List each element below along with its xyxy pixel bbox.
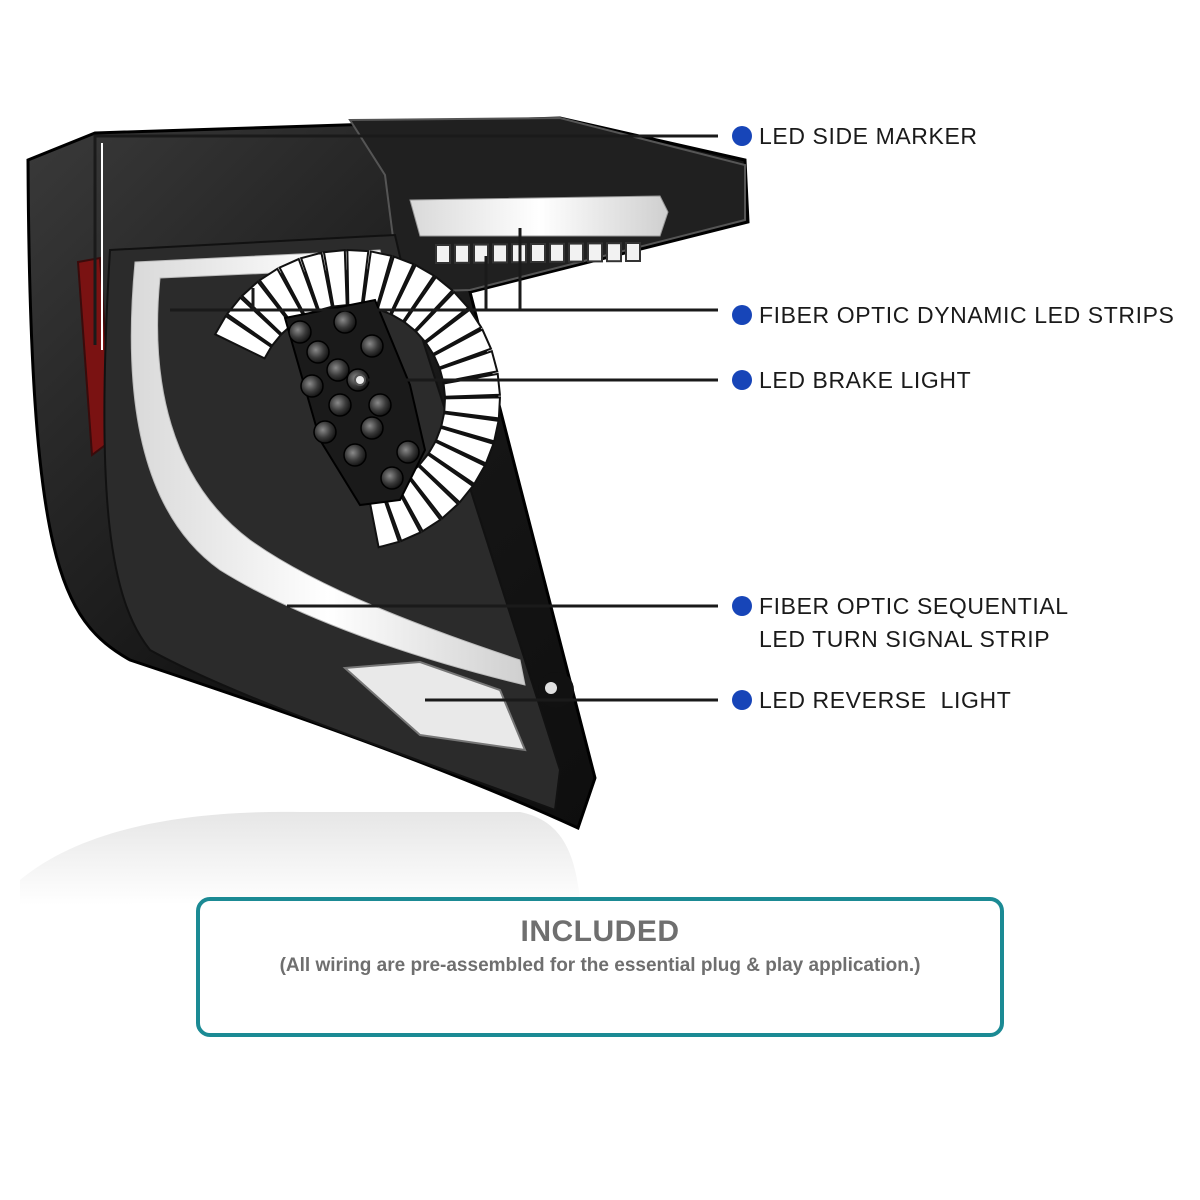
callout-led-side-marker: LED SIDE MARKER — [732, 120, 978, 153]
callout-led-reverse-light: LED REVERSE LIGHT — [732, 684, 1011, 717]
fin — [438, 349, 499, 384]
dynamic-segment — [625, 242, 641, 262]
included-box: INCLUDED (All wiring are pre-assembled f… — [196, 897, 1004, 1037]
dynamic-led-strip — [409, 195, 669, 237]
led-bulb — [306, 340, 330, 364]
dynamic-segment — [454, 243, 470, 264]
callout-label-line-2: LED TURN SIGNAL STRIP — [759, 626, 1051, 652]
led-bulb — [360, 334, 384, 358]
led-bulb — [343, 443, 367, 467]
fin — [434, 426, 495, 465]
callout-label: LED SIDE MARKER — [759, 123, 978, 149]
included-title: INCLUDED — [520, 915, 680, 948]
fin — [414, 290, 470, 343]
fin — [427, 440, 487, 486]
fin — [418, 453, 475, 504]
fin — [403, 275, 454, 332]
dynamic-segment — [587, 242, 603, 263]
radiating-fins — [213, 248, 502, 549]
fin — [440, 412, 500, 443]
callout-fiber-optic-dynamic-strips: FIBER OPTIC DYNAMIC LED STRIPS — [732, 299, 1174, 332]
bullet-dot — [732, 596, 752, 616]
dynamic-segment — [492, 243, 508, 264]
callout-label: LED REVERSE LIGHT — [759, 687, 1012, 713]
led-bulb — [368, 393, 392, 417]
dynamic-segment — [530, 243, 546, 263]
callout-label: LED BRAKE LIGHT — [759, 367, 972, 393]
fin — [390, 263, 436, 323]
dynamic-led-segments — [435, 242, 641, 264]
bullet-dot — [732, 370, 752, 390]
led-bulb — [313, 420, 337, 444]
dynamic-segment — [606, 242, 622, 263]
fin — [322, 248, 348, 308]
fin — [432, 328, 493, 369]
led-bulb — [288, 320, 312, 344]
fin — [424, 308, 483, 356]
included-note: (All wiring are pre-assembled for the es… — [279, 955, 921, 976]
reflection — [20, 811, 580, 905]
callout-label: FIBER OPTIC DYNAMIC LED STRIPS — [759, 302, 1175, 328]
callout-label-line-1: FIBER OPTIC SEQUENTIAL — [759, 593, 1069, 619]
fin — [299, 251, 334, 312]
led-bulb — [333, 310, 357, 334]
fin — [376, 255, 415, 316]
led-bulb — [328, 393, 352, 417]
fin — [443, 396, 502, 420]
led-bulb — [300, 374, 324, 398]
dynamic-segment — [435, 244, 451, 264]
mounting-bolt-highlight — [545, 682, 557, 694]
callout-sequential-turn-signal: FIBER OPTIC SEQUENTIAL LED TURN SIGNAL S… — [732, 590, 1069, 656]
main-lens — [103, 233, 562, 812]
callout-leader-lines — [93, 134, 718, 702]
led-bulb — [360, 416, 384, 440]
led-bulb — [326, 358, 350, 382]
reverse-light-lens — [342, 660, 527, 752]
sequential-turn-strip — [130, 249, 526, 686]
bullet-dot — [732, 305, 752, 325]
callout-led-brake-light: LED BRAKE LIGHT — [732, 364, 971, 397]
led-bulb — [396, 440, 420, 464]
led-bulb — [380, 466, 404, 490]
dynamic-segment — [568, 242, 584, 263]
fin — [213, 314, 273, 360]
bullet-dot — [732, 690, 752, 710]
bullet-dot — [732, 126, 752, 146]
dynamic-segment — [549, 242, 565, 263]
